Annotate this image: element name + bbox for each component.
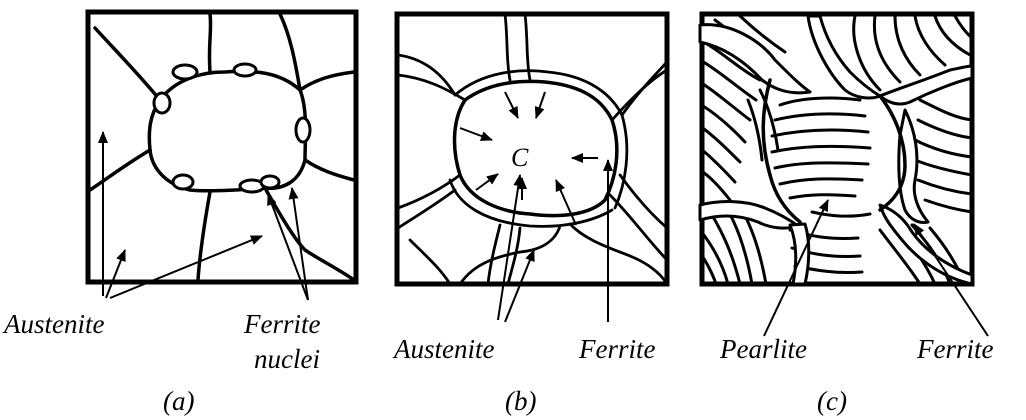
panel-c: Pearlite Ferrite (c)	[700, 14, 993, 416]
panel-b-grain-boundaries	[398, 14, 667, 284]
ferrite-label-b: Ferrite	[578, 334, 655, 364]
caption-c: (c)	[817, 386, 847, 416]
ferrite-label-a: Ferrite	[243, 309, 320, 339]
panel-a: Austenite Ferrite nuclei (a)	[2, 12, 356, 416]
austenite-label-a: Austenite	[2, 309, 104, 339]
caption-a: (a)	[163, 386, 194, 416]
panel-a-frame	[88, 12, 356, 282]
panel-b-inner-arrows	[460, 92, 598, 225]
center-label-b: C	[511, 143, 529, 172]
panel-a-grain-boundaries	[90, 14, 354, 280]
nuclei-label-a: nuclei	[254, 344, 320, 374]
caption-b: (b)	[505, 386, 536, 416]
pearlite-label-c: Pearlite	[719, 334, 807, 364]
ferrite-label-c: Ferrite	[916, 334, 993, 364]
panel-b: C Austenite Ferrite (b)	[392, 14, 667, 416]
austenite-label-b: Austenite	[392, 334, 494, 364]
